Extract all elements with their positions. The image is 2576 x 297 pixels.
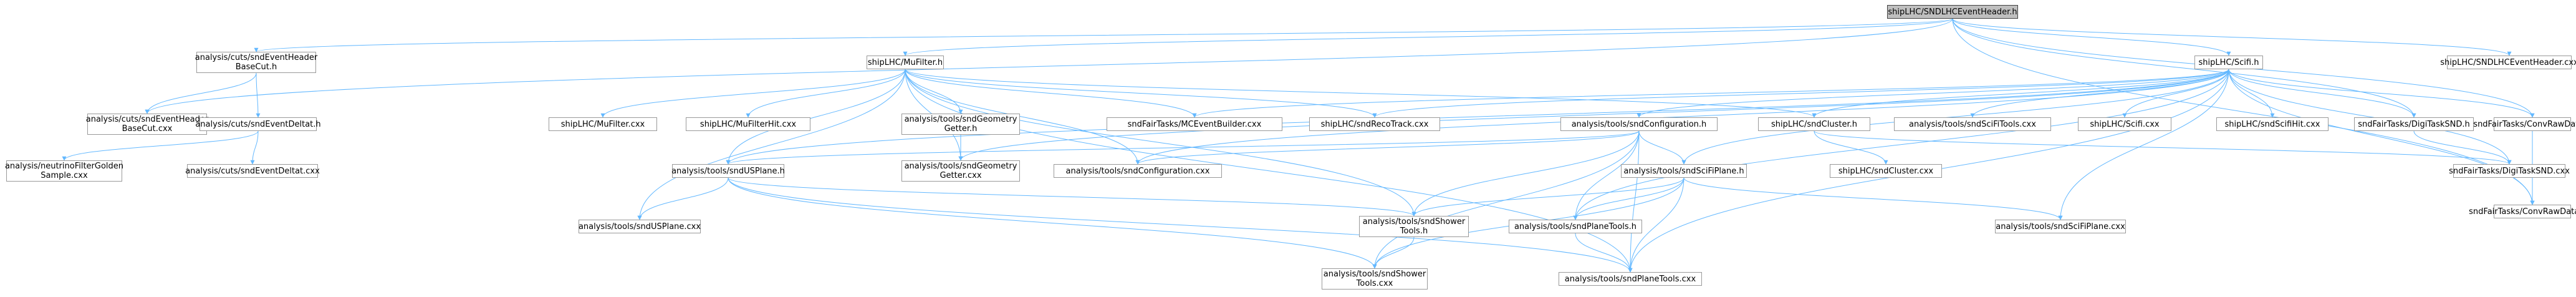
edge-scifi_h-to-planetools_h — [1573, 69, 2229, 220]
edge-mufilter_h-to-mufilterhit_cxx — [746, 69, 906, 118]
edge-scifiplane_h-to-shower_h — [1411, 177, 1684, 217]
node-sndlhc-event-header-h[interactable]: shipLHC/SNDLHCEventHeader.h — [1887, 5, 2018, 19]
edge-cluster_h-to-digisnd_cxx — [1814, 130, 2512, 165]
node-configuration-cxx[interactable]: analysis/tools/sndConfiguration.cxx — [1054, 164, 1222, 178]
node-mc-event-builder-cxx[interactable]: sndFairTasks/MCEventBuilder.cxx — [1107, 117, 1282, 131]
node-shower-tools-h[interactable]: analysis/tools/sndShower Tools.h — [1359, 216, 1469, 237]
node-event-header-basecut-cxx[interactable]: analysis/cuts/sndEventHeader BaseCut.cxx — [85, 114, 209, 135]
edge-config_h-to-scifiplane_h — [1638, 130, 1686, 165]
node-mufilter-h[interactable]: shipLHC/MuFilter.h — [867, 56, 944, 69]
edge-scifi_h-to-scifiplane_h — [1681, 69, 2229, 165]
node-scifi-plane-cxx[interactable]: analysis/tools/sndSciFiPlane.cxx — [1995, 220, 2126, 233]
node-shower-tools-cxx[interactable]: analysis/tools/sndShower Tools.cxx — [1322, 268, 1428, 290]
edge-deltat_h-to-deltat_cxx — [250, 130, 259, 165]
edge-deltat_h-to-golden — [62, 130, 259, 161]
node-plane-tools-h[interactable]: analysis/tools/sndPlaneTools.h — [1509, 220, 1642, 233]
node-mufilterhit-cxx[interactable]: shipLHC/MuFilterHit.cxx — [686, 117, 810, 131]
node-scifi-tools-cxx[interactable]: analysis/tools/sndSciFiTools.cxx — [1894, 117, 2051, 131]
node-event-header-basecut-h[interactable]: analysis/cuts/sndEventHeader BaseCut.h — [195, 52, 318, 73]
edge-config_h-to-planetools_cxx — [1628, 130, 1640, 273]
edge-scifi_h-to-digisnd_h — [2228, 69, 2416, 118]
edge-scifiplane_h-to-scifiplane_cxx — [1683, 177, 2063, 220]
edge-mufilter_h-to-mufilter_cxx — [600, 69, 906, 118]
node-sndlhc-event-header-cxx[interactable]: shipLHC/SNDLHCEventHeader.cxx — [2440, 56, 2576, 69]
edge-usplane_h-to-usplane_cxx — [637, 177, 729, 220]
edge-scifiplane_h-to-planetools_h — [1573, 177, 1684, 220]
edge-scifi_h-to-cluster_h — [1812, 69, 2229, 118]
edge-config_h-to-shower_h — [1411, 130, 1640, 217]
node-scifi-h[interactable]: shipLHC/Scifi.h — [2194, 56, 2263, 69]
edge-mufilter_h-to-config_cxx — [905, 69, 1140, 165]
edge-scifi_h-to-scifiplane_cxx — [2058, 69, 2229, 220]
edge-scifi_h-to-scifihit — [2228, 69, 2275, 118]
edge-mufilter_h-to-mceventbuilder — [905, 69, 1197, 118]
edge-scifi_h-to-usplane_h — [726, 69, 2229, 165]
node-cluster-cxx[interactable]: shipLHC/sndCluster.cxx — [1830, 164, 1942, 178]
node-mufilter-cxx[interactable]: shipLHC/MuFilter.cxx — [549, 117, 657, 131]
edge-root-to-basecut_h — [254, 18, 1953, 52]
edge-root-to-digisnd_h — [1952, 18, 2416, 118]
edge-mufilter_h-to-usplane_cxx — [637, 69, 906, 220]
edge-scifi_h-to-convraw_h — [2228, 69, 2535, 118]
node-plane-tools-cxx[interactable]: analysis/tools/sndPlaneTools.cxx — [1559, 272, 1702, 286]
edge-scifi_h-to-config_h — [1636, 69, 2229, 118]
edge-scifi_h-to-mceventbuilder — [1192, 69, 2229, 118]
edge-scifi_h-to-geomgetter_cxx — [958, 69, 2229, 161]
node-digi-task-snd-h[interactable]: sndFairTasks/DigiTaskSND.h — [2354, 117, 2474, 131]
edge-mufilter_h-to-recotrack — [905, 69, 1377, 118]
edge-digisnd_h-to-digisnd_cxx — [2413, 130, 2512, 165]
edge-mufilter_h-to-usplane_h — [726, 69, 906, 165]
node-scifi-plane-h[interactable]: analysis/tools/sndSciFiPlane.h — [1621, 164, 1747, 178]
edge-root-to-mufilter_h — [903, 18, 1953, 56]
edge-usplane_h-to-planetools_cxx — [728, 177, 1633, 273]
edge-mufilter_h-to-cluster_h — [905, 69, 1817, 118]
node-reco-track-cxx[interactable]: shipLHC/sndRecoTrack.cxx — [1309, 117, 1440, 131]
edge-mufilter_h-to-shower_h — [905, 69, 1416, 217]
node-event-deltat-h[interactable]: analysis/cuts/sndEventDeltat.h — [195, 117, 321, 131]
edge-config_h-to-config_cxx — [1135, 130, 1640, 165]
edge-basecut_h-to-deltat_h — [256, 72, 261, 118]
node-scifi-cxx[interactable]: shipLHC/Scifi.cxx — [2078, 117, 2171, 131]
node-digi-task-snd-cxx[interactable]: sndFairTasks/DigiTaskSND.cxx — [2449, 164, 2570, 178]
node-neutrino-filter-golden-sample-cxx[interactable]: analysis/neutrinoFilterGolden Sample.cxx — [4, 160, 124, 182]
node-cluster-h[interactable]: shipLHC/sndCluster.h — [1758, 117, 1870, 131]
edge-planetools_h-to-planetools_cxx — [1575, 233, 1633, 273]
node-us-plane-h[interactable]: analysis/tools/sndUSPlane.h — [671, 164, 785, 178]
edge-cluster_h-to-cluster_cxx — [1814, 130, 1888, 165]
edge-config_h-to-planetools_h — [1573, 130, 1640, 220]
node-event-deltat-cxx[interactable]: analysis/cuts/sndEventDeltat.cxx — [185, 164, 320, 178]
edge-scifi_h-to-scifi_cxx — [2122, 69, 2229, 118]
edge-basecut_h-to-basecut_cxx — [145, 72, 257, 114]
edge-usplane_h-to-shower_h — [728, 177, 1416, 217]
edge-scifiplane_h-to-planetools_cxx — [1628, 177, 1684, 273]
node-us-plane-cxx[interactable]: analysis/tools/sndUSPlane.cxx — [579, 220, 701, 233]
edge-shower_h-to-shower_cxx — [1372, 236, 1415, 269]
node-configuration-h[interactable]: analysis/tools/sndConfiguration.h — [1560, 117, 1718, 131]
edge-scifi_h-to-config_cxx — [1135, 69, 2229, 165]
edge-root-to-scifi_h — [1952, 18, 2231, 56]
node-scifi-hit-cxx[interactable]: shipLHC/sndScifiHit.cxx — [2216, 117, 2328, 131]
edge-root-to-basecut_cxx — [145, 18, 1953, 114]
edge-scifi_h-to-recotrack — [1372, 69, 2229, 118]
edge-config_h-to-usplane_h — [726, 130, 1640, 165]
edge-scifi_h-to-digisnd_cxx — [2228, 69, 2512, 165]
node-geometry-getter-cxx[interactable]: analysis/tools/sndGeometry Getter.cxx — [901, 160, 1020, 182]
node-geometry-getter-h[interactable]: analysis/tools/sndGeometry Getter.h — [901, 114, 1020, 135]
edge-root-to-convraw_cxx — [1952, 18, 2535, 205]
edge-root-to-evhdr_cxx — [1952, 18, 2512, 56]
edge-scifi_h-to-convraw_cxx — [2228, 69, 2535, 205]
edge-mufilter_h-to-geomgetter_h — [905, 69, 963, 114]
edge-usplane_h-to-shower_cxx — [728, 177, 1377, 269]
